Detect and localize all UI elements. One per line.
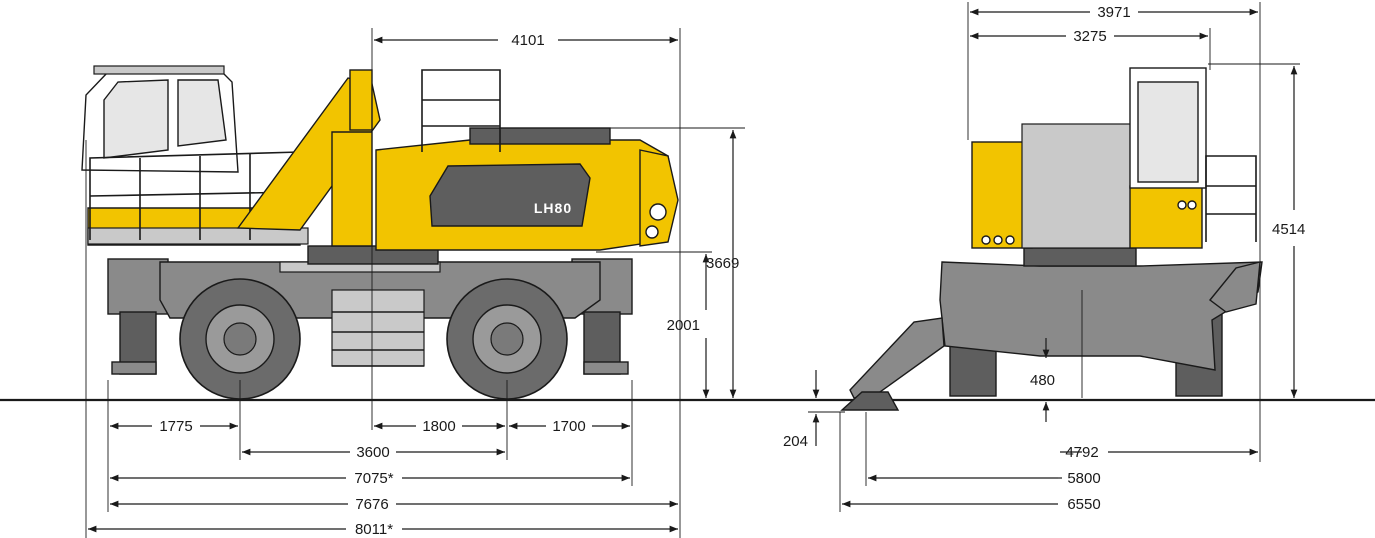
model-badge: LH80	[534, 200, 572, 216]
side-dimensions: 4101 3669 2001 1775 1800 1700 3600 7075*…	[85, 28, 745, 538]
dim-front-ground-clearance: 480	[1030, 372, 1055, 389]
dim-side-wheelbase: 3600	[356, 444, 389, 461]
front-view-machine	[840, 67, 1263, 411]
dim-side-center-rear-axle: 1800	[422, 418, 455, 435]
dim-side-front-overhang: 1775	[159, 418, 192, 435]
front-dimensions: 3971 3275 4514 480 204 4792 5800 6550	[783, 2, 1305, 513]
dim-front-outrigger-span-a: 5800	[1067, 470, 1100, 487]
dim-front-width-upper: 3275	[1073, 28, 1106, 45]
dim-front-pad-below: 204	[783, 433, 808, 450]
dim-front-width-overall: 3971	[1097, 4, 1130, 21]
side-view-machine: LH80	[81, 65, 679, 400]
dim-side-rear-overhang: 1700	[552, 418, 585, 435]
dim-side-upper-width: 4101	[511, 32, 544, 49]
dim-front-outrigger-half: 4792	[1065, 444, 1098, 461]
dim-front-outrigger-span-b: 6550	[1067, 496, 1100, 513]
dim-side-total-height: 3669	[706, 255, 739, 272]
dim-front-total-height: 4514	[1272, 221, 1305, 238]
dim-side-outrigger-span-a: 7075*	[354, 470, 393, 487]
dim-side-outrigger-span-b: 7676	[355, 496, 388, 513]
dim-side-overall-length: 8011*	[355, 521, 393, 538]
dim-side-cab-step: 2001	[667, 317, 700, 334]
